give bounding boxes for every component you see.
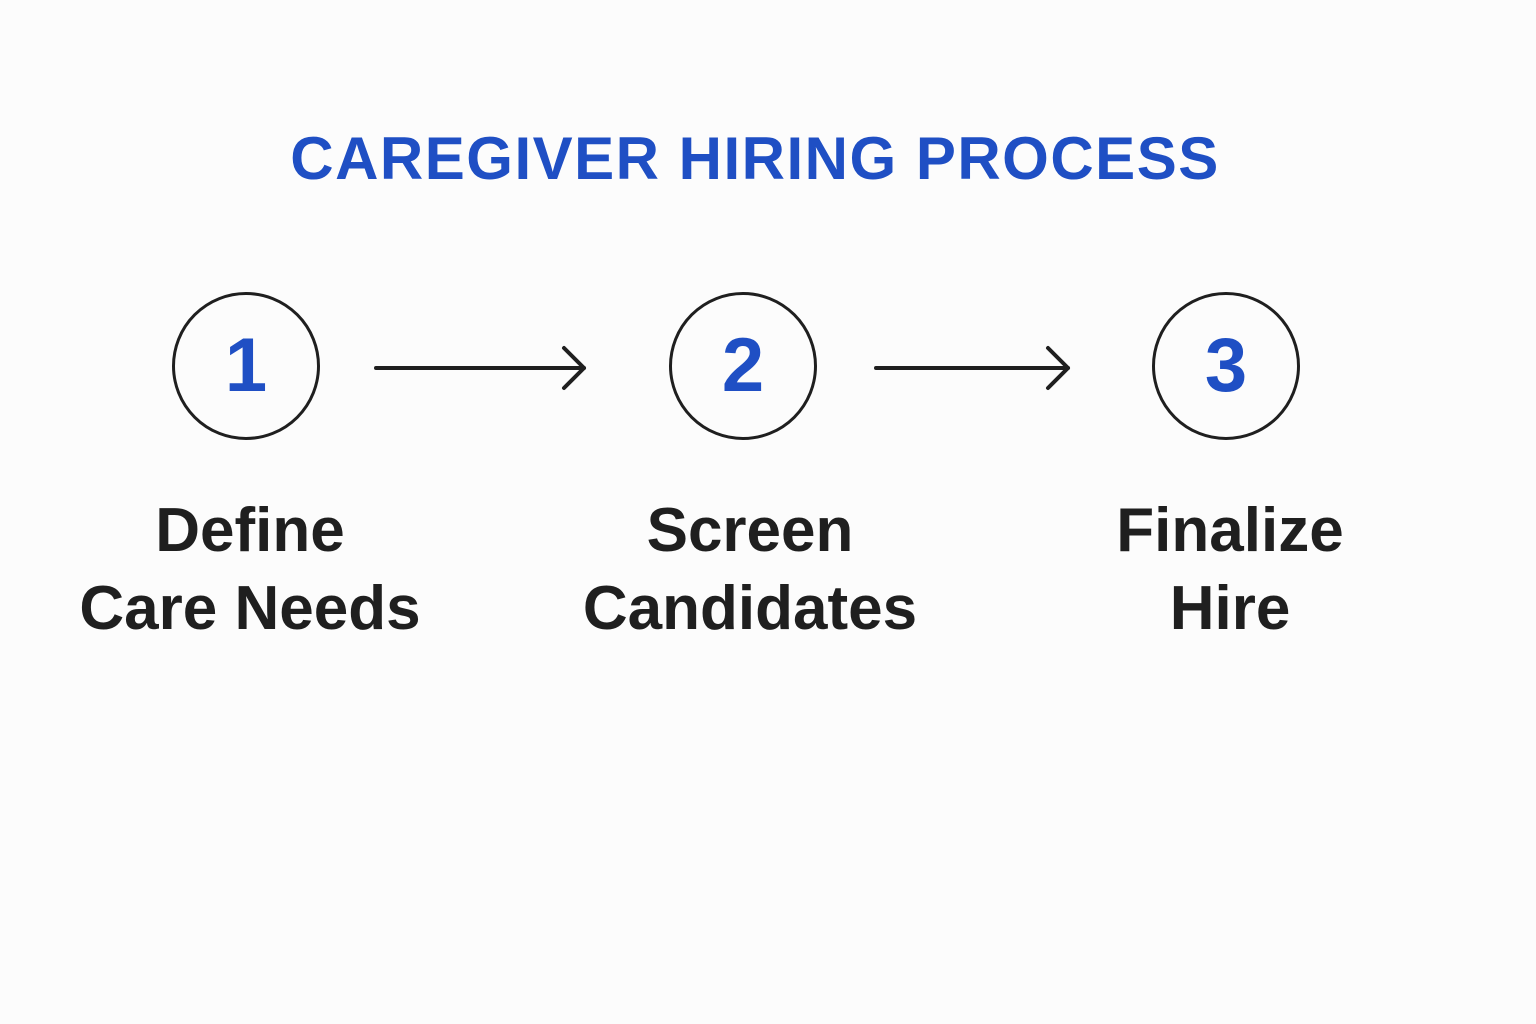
step-2-label: Screen Candidates (530, 492, 970, 648)
step-2-label-line-2: Candidates (582, 574, 918, 643)
step-1-label-line-2: Care Needs (79, 574, 421, 643)
step-3-label: Finalize Hire (1010, 492, 1450, 648)
step-3-circle: 3 (1152, 292, 1300, 440)
step-2-circle: 2 (669, 292, 817, 440)
step-1-number: 1 (224, 323, 268, 408)
step-3-label-line-2: Hire (1169, 574, 1291, 643)
step-2-number: 2 (721, 323, 765, 408)
diagram-title: CAREGIVER HIRING PROCESS (290, 125, 1220, 192)
step-3-label-line-1: Finalize (1116, 496, 1344, 565)
step-1-circle: 1 (172, 292, 320, 440)
step-3-number: 3 (1204, 323, 1248, 408)
step-1-label-line-1: Define (155, 496, 345, 565)
arrow-right-icon (874, 346, 1070, 390)
step-1-label: Define Care Needs (30, 492, 470, 648)
step-2-label-line-1: Screen (646, 496, 854, 565)
arrow-right-icon (374, 346, 586, 390)
